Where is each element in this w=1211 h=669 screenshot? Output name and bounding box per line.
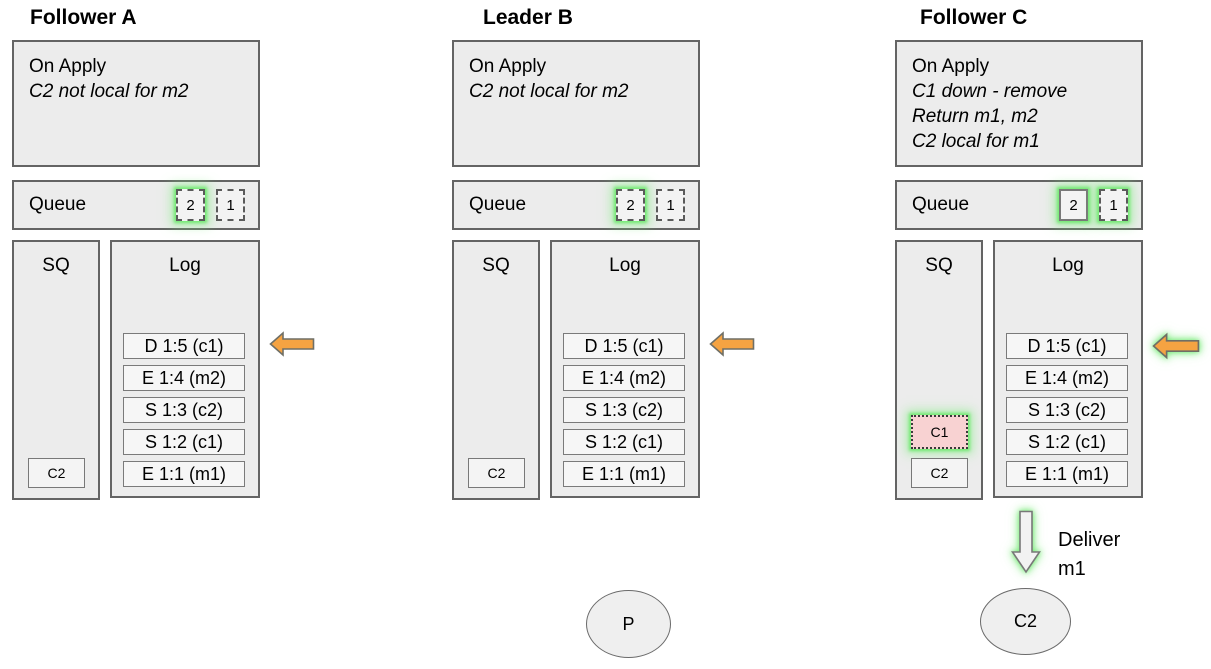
log-entry: S 1:2 (c1): [123, 429, 245, 455]
sq-item-c1-removed: C1: [911, 415, 968, 449]
queue-box: Queue 2 1: [12, 180, 260, 230]
log-entry: E 1:4 (m2): [123, 365, 245, 391]
on-apply-note: C2 not local for m2: [29, 81, 189, 102]
on-apply-note: C2 not local for m2: [469, 81, 629, 102]
on-apply-box: On Apply C2 not local for m2: [452, 40, 700, 167]
log-entry: S 1:3 (c2): [123, 397, 245, 423]
on-apply-note: Return m1, m2: [912, 106, 1038, 127]
on-apply-note: C1 down - remove: [912, 81, 1068, 102]
log-label: Log: [609, 255, 641, 276]
queue-item-1: 1: [1099, 189, 1128, 221]
on-apply-label: On Apply: [469, 56, 547, 77]
sq-label: SQ: [42, 255, 70, 276]
node-title: Leader B: [483, 6, 573, 29]
sq-item-c2: C2: [911, 458, 968, 488]
left-arrow-icon: [1152, 332, 1200, 360]
node-follower-a: Follower A On Apply C2 not local for m2 …: [12, 0, 315, 669]
on-apply-box: On Apply C2 not local for m2: [12, 40, 260, 167]
queue-box: Queue 2 1: [895, 180, 1143, 230]
log-entry: E 1:1 (m1): [1006, 461, 1128, 487]
on-apply-note: C2 local for m1: [912, 131, 1040, 152]
on-apply-label: On Apply: [912, 56, 990, 77]
queue-item-2: 2: [616, 189, 645, 221]
deliver-label-line1: Deliver: [1058, 529, 1121, 551]
down-arrow-icon: [1010, 510, 1042, 574]
queue-item-1: 1: [216, 189, 245, 221]
log-entry: S 1:3 (c2): [563, 397, 685, 423]
log-entry: D 1:5 (c1): [563, 333, 685, 359]
deliver-label-line2: m1: [1058, 558, 1086, 580]
queue-label: Queue: [469, 194, 527, 215]
node-title: Follower C: [920, 6, 1028, 29]
sq-item-c2: C2: [28, 458, 85, 488]
queue-items: 2 1: [616, 189, 685, 221]
deliver-label: Deliver m1: [1058, 526, 1120, 584]
log-entry: E 1:1 (m1): [123, 461, 245, 487]
queue-label: Queue: [29, 194, 87, 215]
queue-item-1: 1: [656, 189, 685, 221]
log-entries: D 1:5 (c1) E 1:4 (m2) S 1:3 (c2) S 1:2 (…: [1006, 333, 1128, 487]
sq-label: SQ: [482, 255, 510, 276]
queue-items: 2 1: [176, 189, 245, 221]
sq-box: SQ C2: [452, 240, 540, 500]
queue-items: 2 1: [1059, 189, 1128, 221]
log-entry: D 1:5 (c1): [123, 333, 245, 359]
sq-box: SQ C2: [12, 240, 100, 500]
actor-consumer-c2: C2: [980, 588, 1071, 655]
node-follower-c: Follower C On Apply C1 down - remove Ret…: [895, 0, 1200, 669]
queue-label: Queue: [912, 194, 970, 215]
sq-label: SQ: [925, 255, 953, 276]
log-entries: D 1:5 (c1) E 1:4 (m2) S 1:3 (c2) S 1:2 (…: [563, 333, 685, 487]
log-entry: S 1:2 (c1): [1006, 429, 1128, 455]
left-arrow-icon: [709, 331, 755, 357]
on-apply-box: On Apply C1 down - remove Return m1, m2 …: [895, 40, 1143, 167]
log-entry: D 1:5 (c1): [1006, 333, 1128, 359]
queue-item-2: 2: [1059, 189, 1088, 221]
log-box: Log D 1:5 (c1) E 1:4 (m2) S 1:3 (c2) S 1…: [550, 240, 700, 498]
log-entry: E 1:1 (m1): [563, 461, 685, 487]
left-arrow-icon: [269, 331, 315, 357]
on-apply-label: On Apply: [29, 56, 107, 77]
log-label: Log: [169, 255, 201, 276]
queue-box: Queue 2 1: [452, 180, 700, 230]
actor-producer: P: [586, 590, 671, 658]
log-entry: E 1:4 (m2): [563, 365, 685, 391]
node-leader-b: Leader B On Apply C2 not local for m2 Qu…: [452, 0, 755, 669]
log-entry: S 1:2 (c1): [563, 429, 685, 455]
queue-item-2: 2: [176, 189, 205, 221]
log-entry: E 1:4 (m2): [1006, 365, 1128, 391]
log-entries: D 1:5 (c1) E 1:4 (m2) S 1:3 (c2) S 1:2 (…: [123, 333, 245, 487]
log-entry: S 1:3 (c2): [1006, 397, 1128, 423]
node-title: Follower A: [30, 6, 137, 29]
sq-item-c2: C2: [468, 458, 525, 488]
log-box: Log D 1:5 (c1) E 1:4 (m2) S 1:3 (c2) S 1…: [993, 240, 1143, 498]
sq-box: SQ C1 C2: [895, 240, 983, 500]
log-label: Log: [1052, 255, 1084, 276]
log-box: Log D 1:5 (c1) E 1:4 (m2) S 1:3 (c2) S 1…: [110, 240, 260, 498]
